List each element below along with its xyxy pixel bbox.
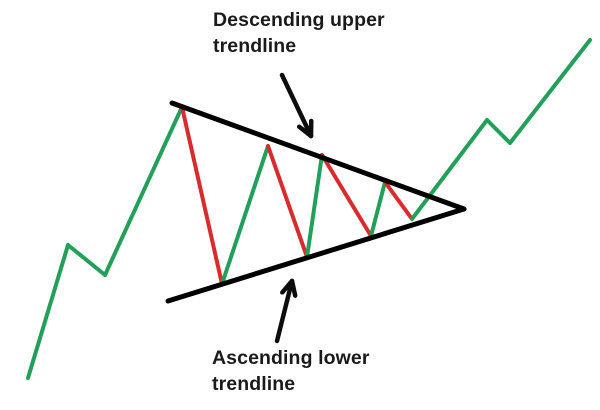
arrow-to-lower-trendline-shaft <box>274 278 295 344</box>
price-segment-pullback <box>485 118 512 145</box>
price-segment-down-leg-2 <box>180 105 224 286</box>
price-segment-down-leg-5 <box>383 180 414 221</box>
price-segment-up-leg-4 <box>305 153 324 259</box>
arrow-to-lower-trendline-head-1 <box>280 278 295 295</box>
upper-trendline-label: Descending upper trendline <box>213 9 385 57</box>
arrow-to-upper-trendline-shaft <box>279 72 314 139</box>
annotation-arrows-group <box>274 72 314 344</box>
arrow-to-lower-trendline <box>274 278 298 344</box>
arrow-to-upper-trendline <box>279 72 314 139</box>
price-segment-rally <box>508 38 592 145</box>
price-path-group <box>26 38 592 380</box>
price-segment-breakout-up <box>410 118 489 221</box>
ascending-lower-trendline <box>165 206 467 304</box>
price-segment-up-leg-2 <box>103 105 184 277</box>
lower-trendline-label: Ascending lower trendline <box>212 347 370 395</box>
price-segment-up-leg-3 <box>220 144 270 286</box>
trendlines-group <box>165 100 467 304</box>
price-segment-up-leg-1 <box>26 243 70 380</box>
descending-upper-trendline <box>169 100 467 212</box>
price-segment-down-leg-4 <box>320 153 373 238</box>
price-segment-down-leg-3 <box>266 144 309 259</box>
price-segment-down-leg-1 <box>66 243 107 277</box>
price-segment-up-leg-5 <box>369 180 387 238</box>
